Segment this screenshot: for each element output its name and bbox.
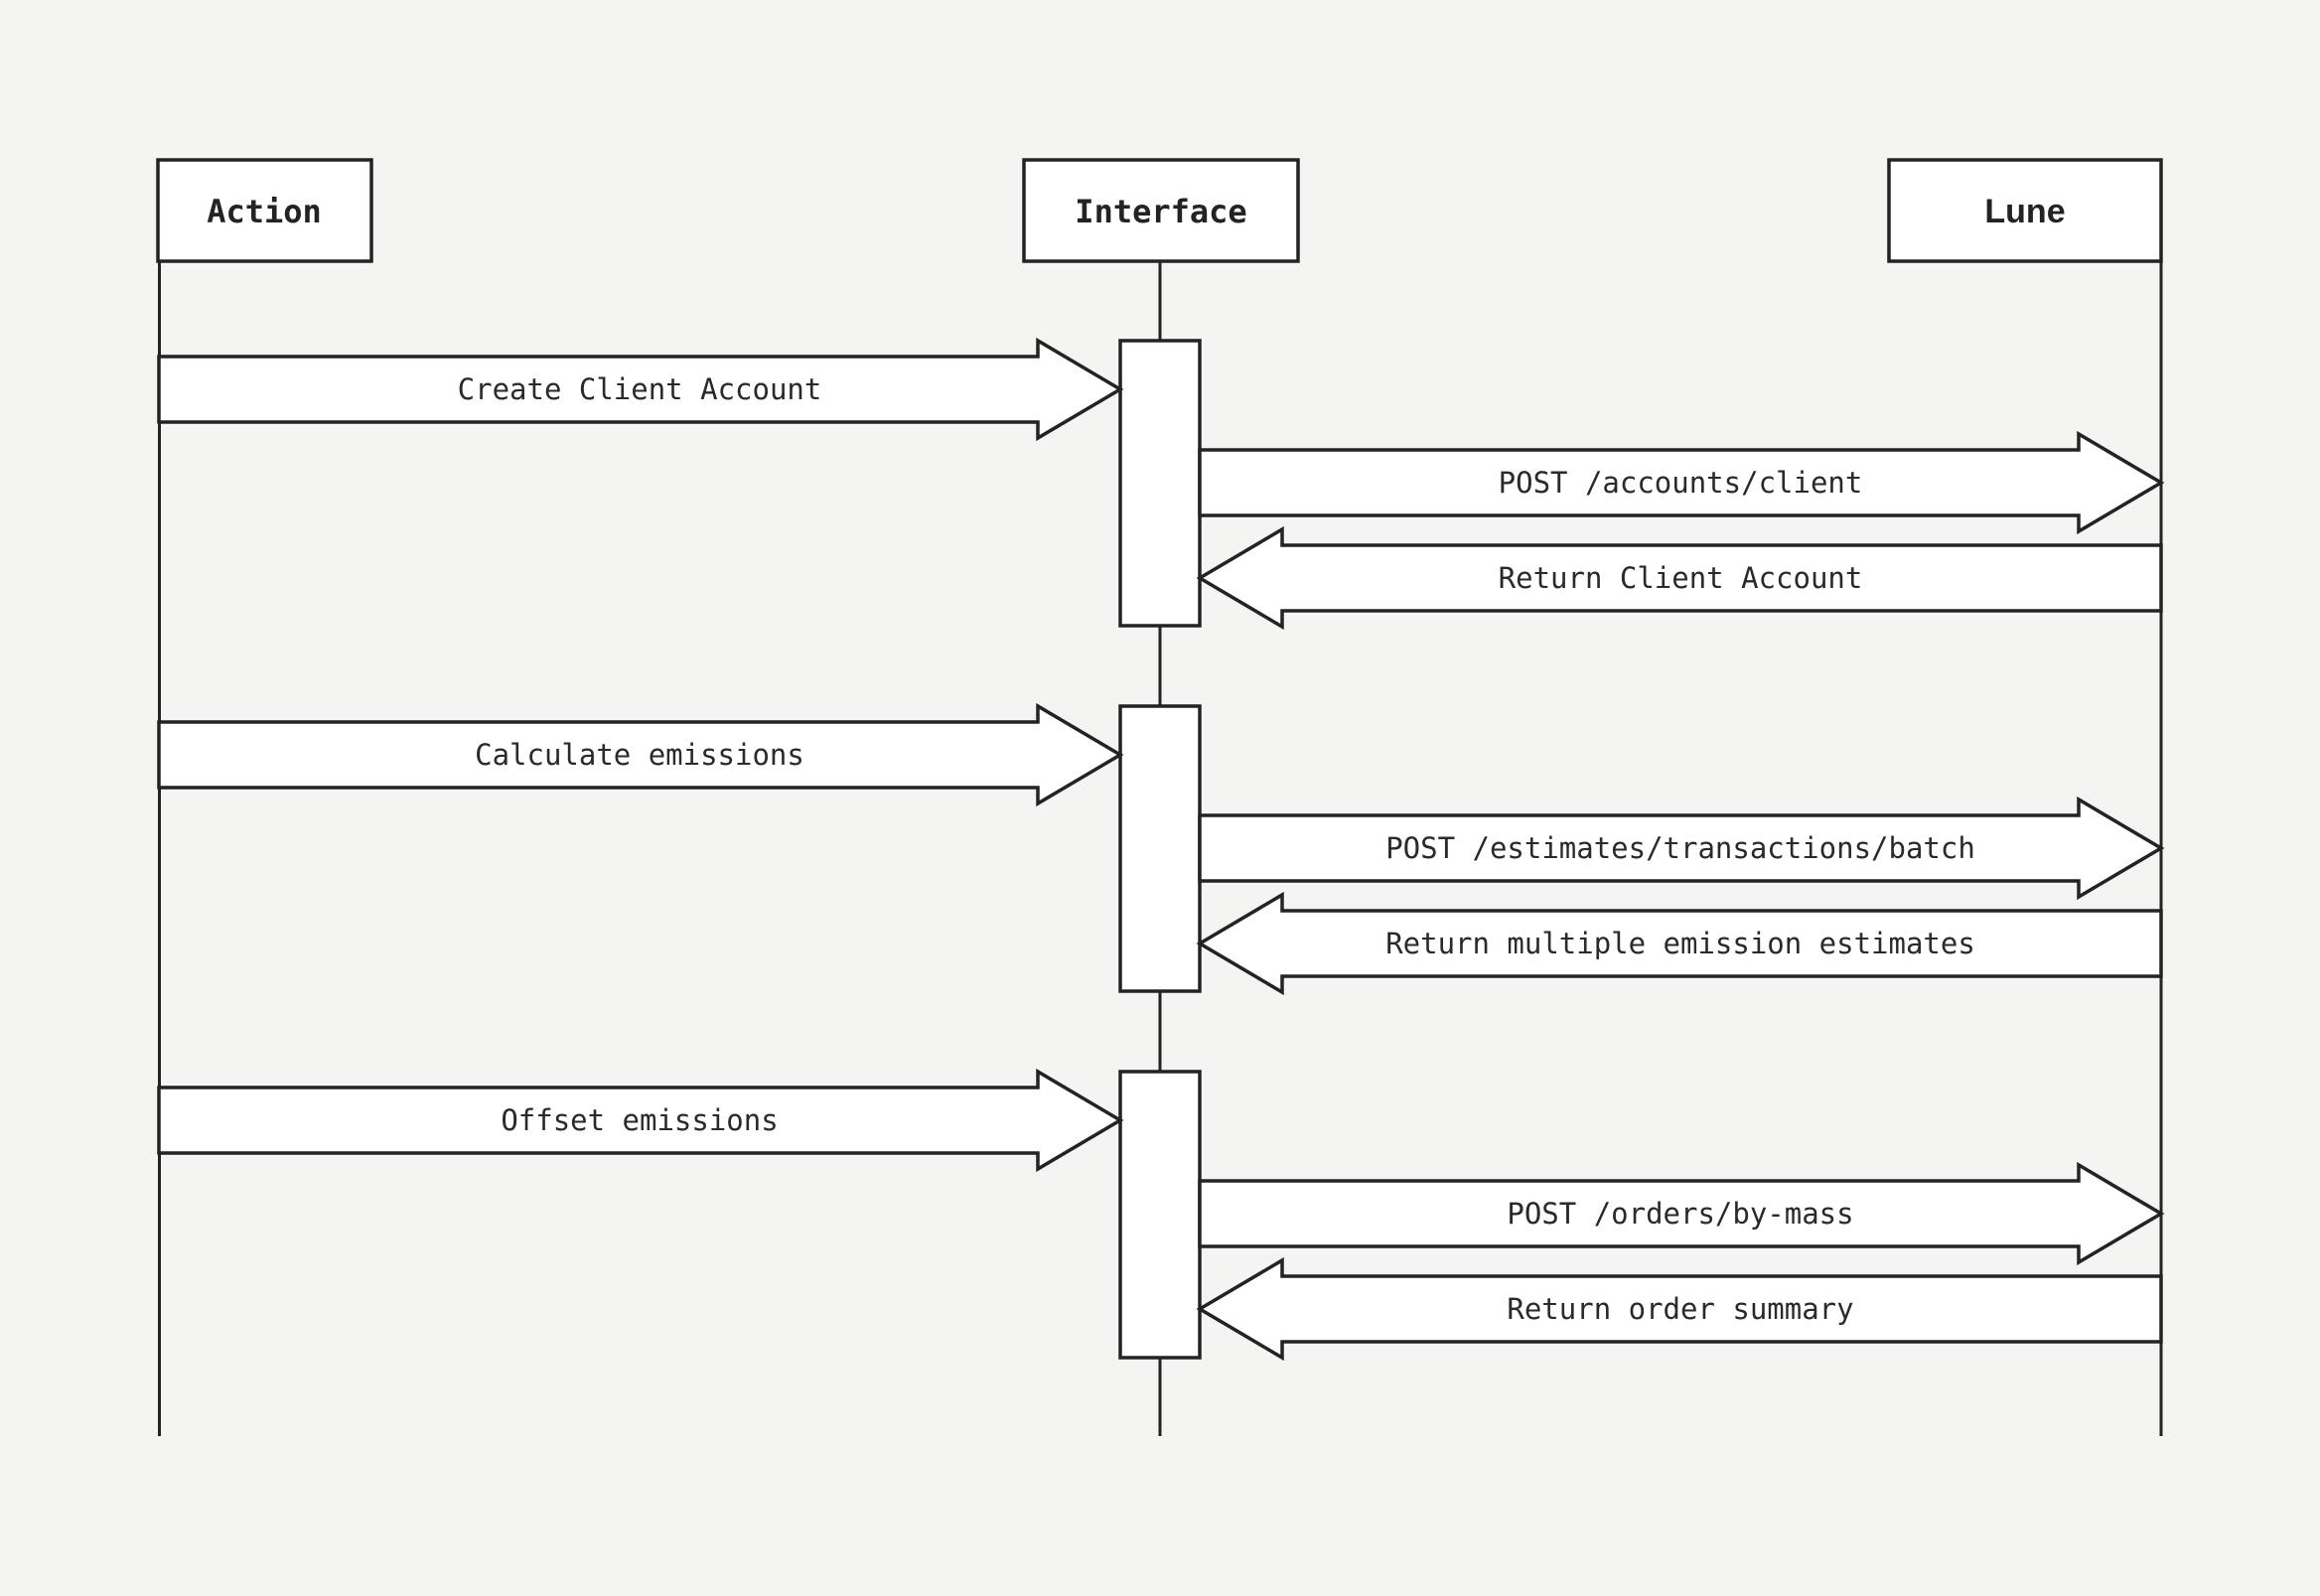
request-label-1: Create Client Account xyxy=(458,372,822,406)
request-arrow-1 xyxy=(157,337,1124,442)
api-call-arrow-2 xyxy=(1198,796,2165,901)
return-arrow-2 xyxy=(1196,891,2163,996)
return-arrow-1 xyxy=(1196,525,2163,631)
request-label-3: Offset emissions xyxy=(501,1103,778,1137)
api-call-label-2: POST /estimates/transactions/batch xyxy=(1385,831,1975,865)
actor-label-action: Action xyxy=(207,193,322,230)
activation-bar-3 xyxy=(1118,1070,1202,1360)
return-label-3: Return order summary xyxy=(1507,1292,1853,1326)
actor-label-interface: Interface xyxy=(1075,193,1246,230)
request-label-2: Calculate emissions xyxy=(475,738,804,772)
return-arrow-3 xyxy=(1196,1256,2163,1362)
request-arrow-3 xyxy=(157,1068,1124,1173)
activation-bar-1 xyxy=(1118,339,1202,628)
request-arrow-2 xyxy=(157,702,1124,807)
return-label-1: Return Client Account xyxy=(1499,561,1863,595)
activation-bar-2 xyxy=(1118,704,1202,993)
actor-box-lune xyxy=(1887,158,2163,263)
actor-box-interface xyxy=(1022,158,1300,263)
api-call-arrow-1 xyxy=(1198,430,2165,535)
api-call-label-3: POST /orders/by-mass xyxy=(1507,1197,1853,1231)
api-call-arrow-3 xyxy=(1198,1161,2165,1266)
actor-label-lune: Lune xyxy=(1984,193,2065,230)
actor-box-action xyxy=(156,158,373,263)
api-call-label-1: POST /accounts/client xyxy=(1499,466,1863,500)
return-label-2: Return multiple emission estimates xyxy=(1385,927,1975,960)
